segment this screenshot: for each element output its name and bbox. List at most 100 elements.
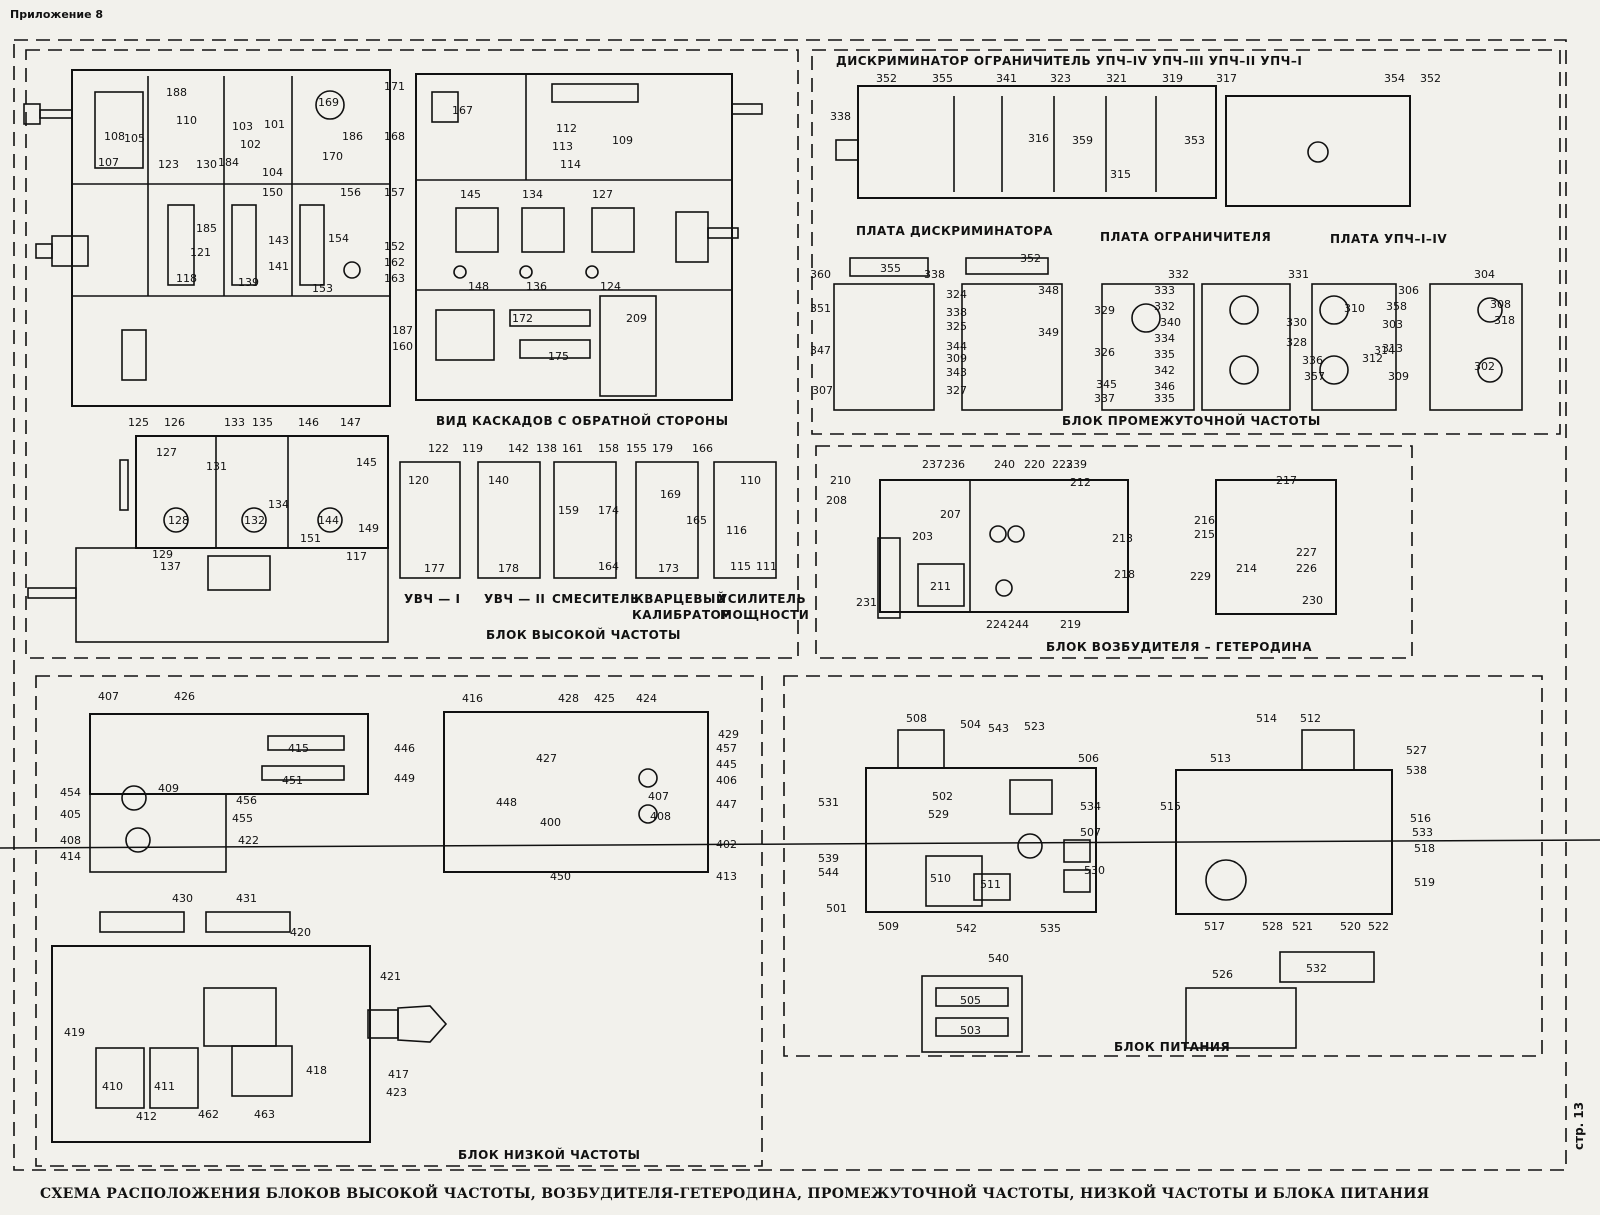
component-ref-if: 312 [1362, 352, 1383, 365]
component-ref-lf: 450 [550, 870, 571, 883]
component-ref-hf: 141 [268, 260, 289, 273]
component-ref-psu: 529 [928, 808, 949, 821]
component-ref-lf: 425 [594, 692, 615, 705]
component-ref-hf: 104 [262, 166, 283, 179]
component-ref-lf: 406 [716, 774, 737, 787]
component-ref-hf: 209 [626, 312, 647, 325]
component-ref-exc: 227 [1296, 546, 1317, 559]
component-ref-hf: 166 [692, 442, 713, 455]
component-ref-psu: 517 [1204, 920, 1225, 933]
component-ref-if: 319 [1162, 72, 1183, 85]
component-ref-if: 352 [1420, 72, 1441, 85]
component-ref-hf: 136 [526, 280, 547, 293]
psu-frame [783, 675, 1543, 1057]
component-ref-if: 355 [880, 262, 901, 275]
component-ref-if: 352 [1020, 252, 1041, 265]
component-ref-exc: 214 [1236, 562, 1257, 575]
component-ref-if: 333 [1154, 284, 1175, 297]
component-ref-lf: 418 [306, 1064, 327, 1077]
component-ref-if: 309 [946, 352, 967, 365]
component-ref-if: 357 [1304, 370, 1325, 383]
component-ref-psu: 501 [826, 902, 847, 915]
component-ref-exc: 230 [1302, 594, 1323, 607]
component-ref-hf: 114 [560, 158, 581, 171]
hf-frame [25, 49, 799, 659]
component-ref-if: 359 [1072, 134, 1093, 147]
component-ref-lf: 445 [716, 758, 737, 771]
component-ref-if: 349 [1038, 326, 1059, 339]
component-ref-exc: 211 [930, 580, 951, 593]
component-ref-hf: 151 [300, 532, 321, 545]
component-ref-hf: 117 [346, 550, 367, 563]
mixer-label: СМЕСИТЕЛЬ [552, 592, 640, 606]
component-ref-exc: 244 [1008, 618, 1029, 631]
component-ref-if: 351 [810, 302, 831, 315]
component-ref-hf: 115 [730, 560, 751, 573]
uhf2-label: УВЧ — II [484, 592, 546, 606]
component-ref-if: 310 [1344, 302, 1365, 315]
exc-frame [815, 445, 1413, 659]
component-ref-if: 347 [810, 344, 831, 357]
component-ref-if: 304 [1474, 268, 1495, 281]
component-ref-hf: 109 [612, 134, 633, 147]
exc-block-title: БЛОК ВОЗБУДИТЕЛЯ – ГЕТЕРОДИНА [1046, 640, 1313, 654]
lim-board-label: ПЛАТА ОГРАНИЧИТЕЛЯ [1100, 230, 1272, 244]
component-ref-psu: 520 [1340, 920, 1361, 933]
component-ref-lf: 410 [102, 1080, 123, 1093]
component-ref-if: 323 [1050, 72, 1071, 85]
component-ref-exc: 237 [922, 458, 943, 471]
component-ref-psu: 528 [1262, 920, 1283, 933]
component-ref-hf: 159 [558, 504, 579, 517]
component-ref-hf: 188 [166, 86, 187, 99]
component-ref-hf: 129 [152, 548, 173, 561]
lf-upper [89, 713, 369, 795]
component-ref-if: 334 [1154, 332, 1175, 345]
component-ref-hf: 172 [512, 312, 533, 325]
component-ref-lf: 448 [496, 796, 517, 809]
component-ref-psu: 522 [1368, 920, 1389, 933]
component-ref-if: 355 [932, 72, 953, 85]
exc-chassis [879, 479, 1129, 613]
component-ref-if: 341 [996, 72, 1017, 85]
component-ref-hf: 102 [240, 138, 261, 151]
component-ref-hf: 123 [158, 158, 179, 171]
component-ref-hf: 105 [124, 132, 145, 145]
component-ref-lf: 405 [60, 808, 81, 821]
lf-chassis [51, 945, 371, 1143]
quartz-label: КВАРЦЕВЫЙ [634, 592, 727, 606]
component-ref-hf: 158 [598, 442, 619, 455]
component-ref-hf: 121 [190, 246, 211, 259]
component-ref-if: 348 [1038, 284, 1059, 297]
component-ref-hf: 130 [196, 158, 217, 171]
component-ref-psu: 544 [818, 866, 839, 879]
component-ref-psu: 505 [960, 994, 981, 1007]
component-ref-exc: 240 [994, 458, 1015, 471]
component-ref-psu: 514 [1256, 712, 1277, 725]
component-ref-lf: 424 [636, 692, 657, 705]
component-ref-lf: 415 [288, 742, 309, 755]
component-ref-hf: 110 [740, 474, 761, 487]
component-ref-lf: 430 [172, 892, 193, 905]
component-ref-psu: 523 [1024, 720, 1045, 733]
component-ref-hf: 149 [358, 522, 379, 535]
component-ref-lf: 407 [648, 790, 669, 803]
component-ref-hf: 164 [598, 560, 619, 573]
component-ref-lf: 417 [388, 1068, 409, 1081]
component-ref-psu: 515 [1160, 800, 1181, 813]
component-ref-if: 337 [1094, 392, 1115, 405]
component-ref-hf: 155 [626, 442, 647, 455]
component-ref-lf: 446 [394, 742, 415, 755]
component-ref-lf: 413 [716, 870, 737, 883]
component-ref-lf: 462 [198, 1108, 219, 1121]
component-ref-if: 315 [1110, 168, 1131, 181]
component-ref-if: 338 [946, 306, 967, 319]
component-ref-lf: 422 [238, 834, 259, 847]
component-ref-if: 306 [1398, 284, 1419, 297]
component-ref-hf: 173 [658, 562, 679, 575]
component-ref-if: 338 [924, 268, 945, 281]
component-ref-lf: 456 [236, 794, 257, 807]
component-ref-hf: 178 [498, 562, 519, 575]
component-ref-if: 314 [1374, 344, 1395, 357]
component-ref-if: 342 [1154, 364, 1175, 377]
component-ref-lf: 457 [716, 742, 737, 755]
